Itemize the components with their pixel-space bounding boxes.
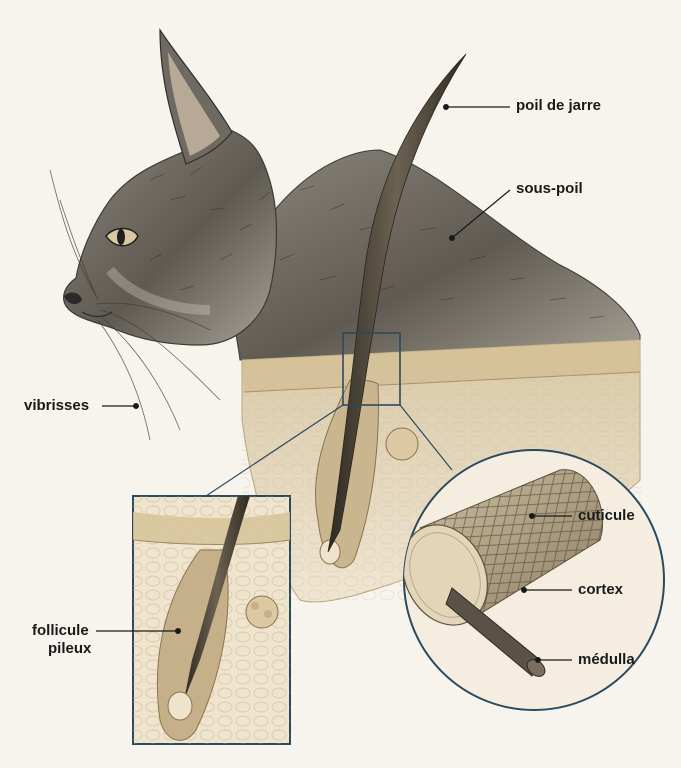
cat-eye — [105, 227, 139, 247]
leader-undercoat — [451, 189, 511, 239]
label-cortex: cortex — [578, 581, 624, 598]
follicle-zoom-box — [132, 495, 291, 745]
medulla-rod — [445, 587, 541, 677]
cat-head — [63, 129, 278, 346]
label-undercoat: sous-poil — [516, 180, 583, 197]
zoom-connector-left — [205, 404, 344, 497]
cat-neck-fur — [231, 149, 641, 361]
label-follicle-line2: pileux — [48, 640, 92, 657]
zoom-selection-box — [342, 332, 401, 406]
zoom-connector-right — [399, 404, 453, 471]
cat-nose — [64, 292, 82, 305]
whiskers — [49, 169, 221, 441]
label-whiskers: vibrisses — [24, 397, 90, 414]
label-cuticle: cuticule — [578, 507, 635, 524]
hair-cross-section-zoom — [403, 449, 665, 711]
label-medulla: médulla — [578, 651, 635, 668]
label-guard-hair: poil de jarre — [516, 97, 602, 114]
label-follicle-line1: follicule — [32, 622, 89, 639]
label-follicle: follicule pileux — [32, 622, 91, 658]
cat-illustration — [49, 28, 641, 441]
guard-hair-shaft — [327, 53, 467, 553]
